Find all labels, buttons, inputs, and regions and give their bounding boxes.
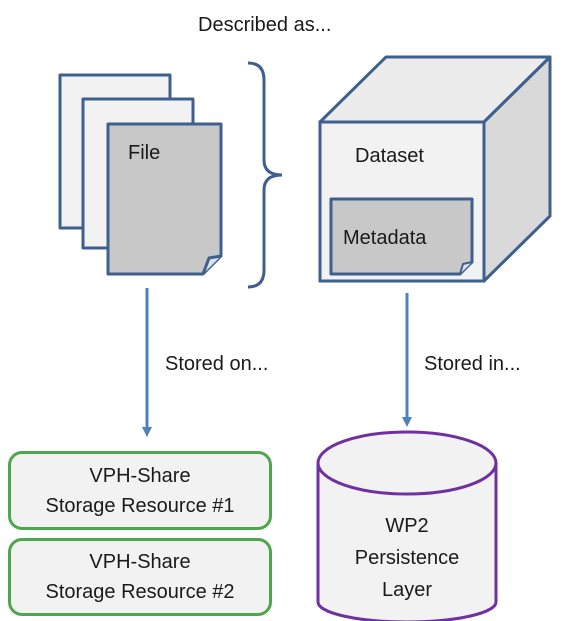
file-document-front	[106, 122, 223, 276]
described-as-label: Described as...	[198, 14, 332, 36]
file-label: File	[128, 142, 161, 164]
persistence-line1: WP2	[385, 515, 429, 537]
stored-on-label: Stored on...	[165, 353, 269, 375]
dataset-label: Dataset	[355, 145, 424, 167]
storage-resource-1-line2: Storage Resource #1	[45, 494, 235, 517]
persistence-line3: Layer	[381, 579, 433, 601]
storage-resource-1: VPH-Share Storage Resource #1	[8, 451, 272, 530]
storage-resource-1-line1: VPH-Share	[89, 464, 191, 487]
persistence-cylinder	[316, 430, 498, 621]
stored-in-label: Stored in...	[424, 353, 521, 375]
persistence-layer-text: WP2 Persistence Layer	[318, 510, 496, 606]
storage-resource-2: VPH-Share Storage Resource #2	[8, 538, 272, 616]
persistence-line2: Persistence	[354, 547, 460, 569]
metadata-box	[329, 197, 474, 276]
metadata-label: Metadata	[343, 227, 427, 249]
storage-resource-2-line1: VPH-Share	[89, 551, 191, 573]
storage-resource-2-line2: Storage Resource #2	[45, 581, 235, 603]
described-as-bracket	[247, 61, 283, 289]
